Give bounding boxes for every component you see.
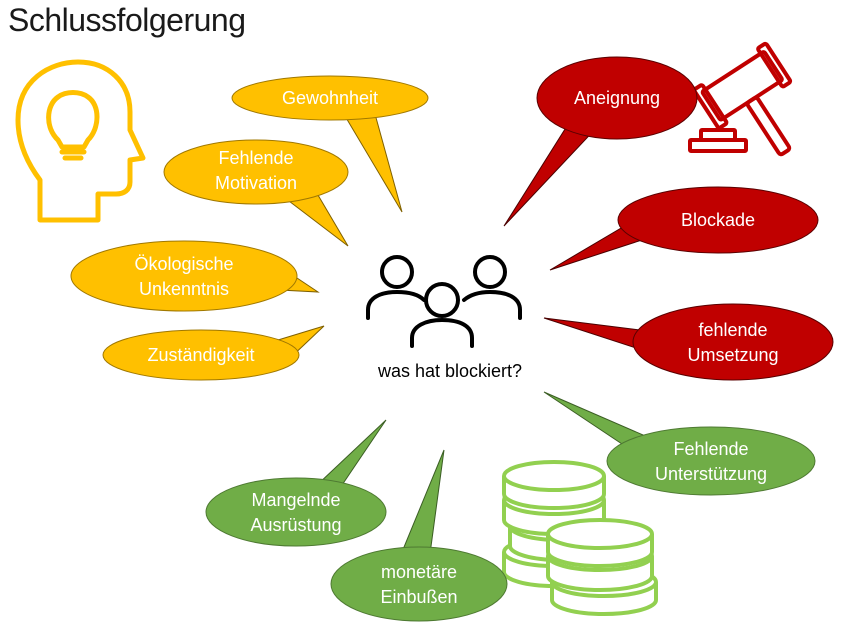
coin-stacks-icon [502,460,658,616]
people-group-icon [366,255,522,348]
bubble-mangelnde-ausruestung-line-2: Ausrüstung [250,515,341,535]
center-label: was hat blockiert? [377,361,522,381]
bubble-fehlende-motivation-line-1: Fehlende [218,148,293,168]
bubble-fehlende-unterstuetzung-line-2: Unterstützung [655,464,767,484]
bubble-oekologische-unkenntnis: Ökologische Unkenntnis [70,240,320,312]
bubble-fehlende-motivation: Fehlende Motivation [163,139,349,247]
bubble-gewohnheit: Gewohnheit [231,75,429,213]
bubble-oekologische-unkenntnis-line-1: Ökologische [134,254,233,274]
bubble-aneignung-line-1: Aneignung [574,88,660,108]
bubble-fehlende-unterstuetzung: Fehlende Unterstützung [543,391,816,496]
bubble-fehlende-umsetzung: fehlende Umsetzung [543,303,834,381]
bubble-blockade-line-1: Blockade [681,210,755,230]
bubble-oekologische-unkenntnis-line-2: Unkenntnis [139,279,229,299]
bubble-fehlende-motivation-line-2: Motivation [215,173,297,193]
bubble-blockade: Blockade [549,186,819,271]
bubble-zustaendigkeit-line-1: Zuständigkeit [147,345,254,365]
judge-gavel-icon [688,41,793,157]
bubble-monetaere-einbussen: monetäre Einbußen [330,449,508,622]
head-lightbulb-icon [15,59,146,223]
bubble-fehlende-umsetzung-line-1: fehlende [698,320,767,340]
page-title: Schlussfolgerung [8,2,246,38]
bubble-gewohnheit-line-1: Gewohnheit [282,88,378,108]
bubble-mangelnde-ausruestung-line-1: Mangelnde [251,490,340,510]
bubble-aneignung: Aneignung [503,56,698,227]
bubble-monetaere-einbussen-line-2: Einbußen [380,587,457,607]
bubble-fehlende-umsetzung-line-2: Umsetzung [687,345,778,365]
bubble-fehlende-unterstuetzung-line-1: Fehlende [673,439,748,459]
bubble-monetaere-einbussen-line-1: monetäre [381,562,457,582]
bubble-mangelnde-ausruestung: Mangelnde Ausrüstung [205,419,387,547]
bubble-zustaendigkeit: Zuständigkeit [102,325,325,381]
